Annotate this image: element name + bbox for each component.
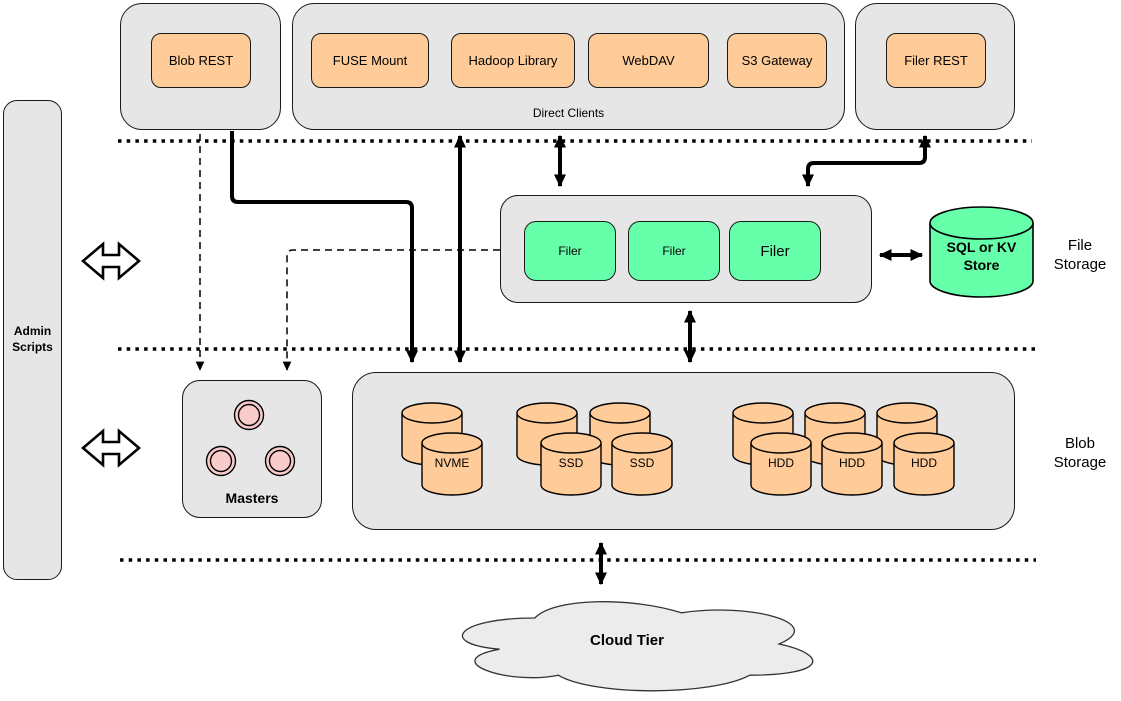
fuse-mount-node: FUSE Mount bbox=[311, 33, 429, 88]
filer-node-2: Filer bbox=[628, 221, 720, 281]
arrow-filer-to-filerrest bbox=[801, 134, 932, 188]
webdav-label: WebDAV bbox=[622, 53, 675, 68]
filer-node-1-label: Filer bbox=[558, 244, 582, 258]
file-storage-section-label: File Storage bbox=[1053, 236, 1107, 274]
direct-clients-caption: Direct Clients bbox=[532, 106, 605, 121]
blob-rest-group: Blob REST bbox=[120, 3, 281, 130]
blob-storage-group bbox=[352, 372, 1015, 530]
fuse-mount-label: FUSE Mount bbox=[332, 53, 408, 68]
admin-filer-tier-doublearrow-icon bbox=[80, 241, 142, 281]
disk-label-hdd-1: HDD bbox=[768, 456, 794, 471]
disk-label-hdd-2: HDD bbox=[839, 456, 865, 471]
disk-label-ssd-2: SSD bbox=[629, 456, 655, 471]
masters-label: Masters bbox=[225, 489, 279, 506]
filer-node-1: Filer bbox=[524, 221, 616, 281]
hadoop-library-label: Hadoop Library bbox=[468, 53, 558, 68]
filer-node-2-label: Filer bbox=[662, 244, 686, 258]
metadata-store-label: SQL or KV Store bbox=[946, 238, 1017, 273]
disk-label-hdd-3: HDD bbox=[911, 456, 937, 471]
admin-scripts-label: Admin Scripts bbox=[12, 324, 53, 354]
s3-gateway-label: S3 Gateway bbox=[741, 53, 813, 68]
filer-node-3: Filer bbox=[729, 221, 821, 281]
disk-label-nvme: NVME bbox=[434, 456, 470, 471]
filer-rest-group: Filer REST bbox=[855, 3, 1015, 130]
blob-rest-node: Blob REST bbox=[151, 33, 251, 88]
webdav-node: WebDAV bbox=[588, 33, 709, 88]
filer-node-3-label: Filer bbox=[760, 242, 790, 260]
admin-blob-tier-doublearrow-icon bbox=[80, 428, 142, 468]
filer-rest-node: Filer REST bbox=[886, 33, 986, 88]
masters-group: Masters bbox=[182, 380, 322, 518]
arrow-blobrest-to-volumes bbox=[230, 131, 419, 364]
s3-gateway-node: S3 Gateway bbox=[727, 33, 827, 88]
admin-scripts-panel: Admin Scripts bbox=[3, 100, 62, 580]
disk-label-ssd-1: SSD bbox=[558, 456, 584, 471]
direct-clients-group: FUSE Mount Hadoop Library WebDAV S3 Gate… bbox=[292, 3, 845, 130]
hadoop-library-node: Hadoop Library bbox=[451, 33, 575, 88]
blob-rest-label: Blob REST bbox=[168, 53, 234, 68]
filer-cluster-group: Filer Filer Filer bbox=[500, 195, 872, 303]
dashed-arrow-filer-to-masters bbox=[282, 249, 500, 371]
blob-storage-section-label: Blob Storage bbox=[1053, 434, 1107, 472]
cloud-tier-label: Cloud Tier bbox=[590, 632, 664, 650]
filer-rest-label: Filer REST bbox=[904, 53, 968, 68]
